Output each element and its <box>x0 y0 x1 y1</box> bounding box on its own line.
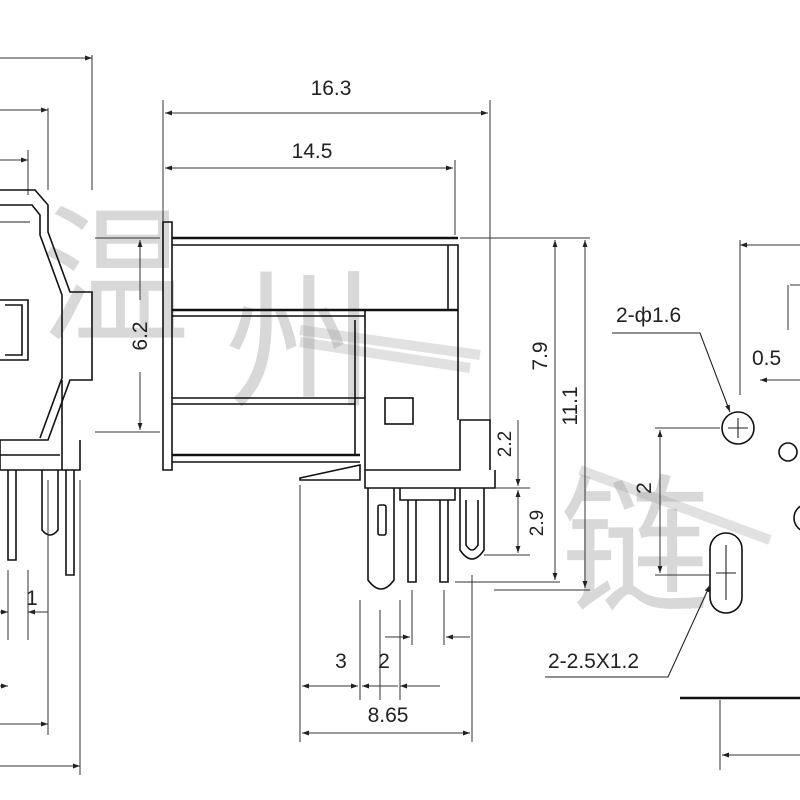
dim-0-5-label: 0.5 <box>752 347 781 370</box>
callout-slot-holes: 2-2.5X1.2 <box>548 650 639 673</box>
dim-1-label: 1 <box>26 587 38 610</box>
dim-7-9-label: 7.9 <box>529 341 552 370</box>
round-hole <box>778 442 798 462</box>
dim-2-9-label: 2.9 <box>527 510 548 536</box>
round-hole <box>793 505 800 531</box>
side-view: 16.3 14.5 7.9 11.1 <box>162 77 590 742</box>
dim-3-label: 3 <box>335 650 347 673</box>
dim-16-3-label: 16.3 <box>311 77 352 100</box>
dim-pad-2-label: 2 <box>633 482 656 494</box>
dim-2-label: 2 <box>378 650 390 673</box>
dim-8-65-label: 8.65 <box>368 704 409 727</box>
dim-14-5-label: 14.5 <box>292 140 333 163</box>
left-view: 6.2 1 <box>0 55 160 775</box>
pcb-layout-view: 0.5 2 2-ф1.6 2-2.5X1.2 <box>545 240 800 770</box>
round-hole <box>721 411 755 445</box>
dim-2-2-label: 2.2 <box>495 431 516 457</box>
slot-hole <box>709 532 743 614</box>
dim-6-2-label: 6.2 <box>129 321 152 350</box>
callout-round-holes: 2-ф1.6 <box>616 304 681 327</box>
dim-11-1-label: 11.1 <box>559 386 582 425</box>
watermark-char-2: 州 <box>225 257 375 431</box>
